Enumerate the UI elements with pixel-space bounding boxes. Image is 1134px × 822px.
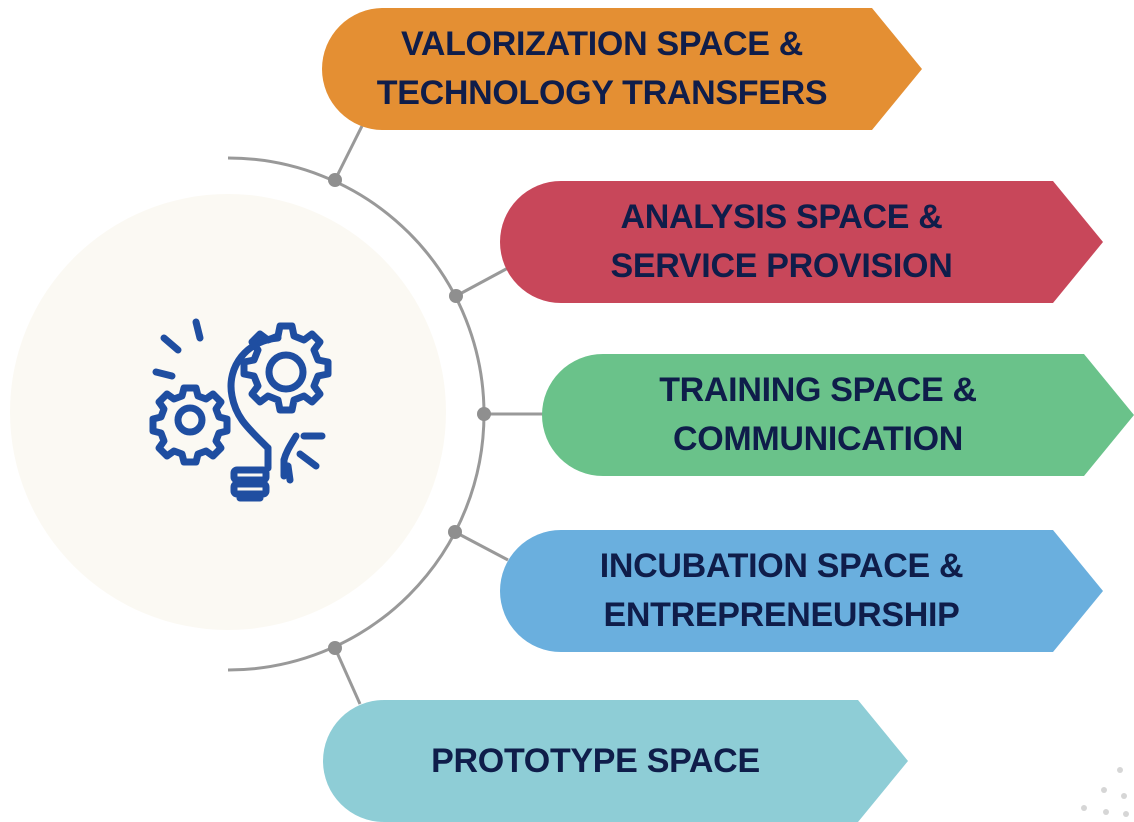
banner-prototype: PROTOTYPE SPACE	[323, 700, 908, 822]
dot-incubation	[448, 525, 462, 539]
banner-incubation: INCUBATION SPACE & ENTREPRENEURSHIP	[500, 530, 1103, 652]
banner-label: INCUBATION SPACE & ENTREPRENEURSHIP	[599, 547, 964, 634]
spoke-valorization	[333, 125, 364, 181]
banner-label: TRAINING SPACE & COMMUNICATION	[659, 371, 977, 458]
banner-label: VALORIZATION SPACE & TECHNOLOGY TRANSFER…	[376, 25, 828, 112]
deco-dot	[1103, 809, 1109, 815]
spoke-analysis	[455, 266, 509, 298]
decorative-dots	[1081, 767, 1129, 817]
deco-dot	[1123, 811, 1129, 817]
dot-valorization	[328, 173, 342, 187]
center-circle	[10, 194, 446, 630]
connector-spokes	[333, 125, 545, 705]
deco-dot	[1117, 767, 1123, 773]
dot-training	[477, 407, 491, 421]
deco-dot	[1081, 805, 1087, 811]
deco-dot	[1121, 793, 1127, 799]
dot-analysis	[449, 289, 463, 303]
connector-dots	[328, 173, 491, 655]
banner-training: TRAINING SPACE & COMMUNICATION	[542, 354, 1134, 476]
banner-label: PROTOTYPE SPACE	[431, 741, 760, 780]
lightbulb-gears-icon	[149, 318, 332, 502]
spoke-prototype	[333, 647, 362, 705]
banner-label: ANALYSIS SPACE & SERVICE PROVISION	[610, 198, 953, 285]
banner-valorization: VALORIZATION SPACE & TECHNOLOGY TRANSFER…	[322, 8, 922, 130]
deco-dot	[1101, 787, 1107, 793]
spoke-incubation	[454, 530, 509, 562]
banner-analysis: ANALYSIS SPACE & SERVICE PROVISION	[500, 181, 1103, 303]
dot-prototype	[328, 641, 342, 655]
